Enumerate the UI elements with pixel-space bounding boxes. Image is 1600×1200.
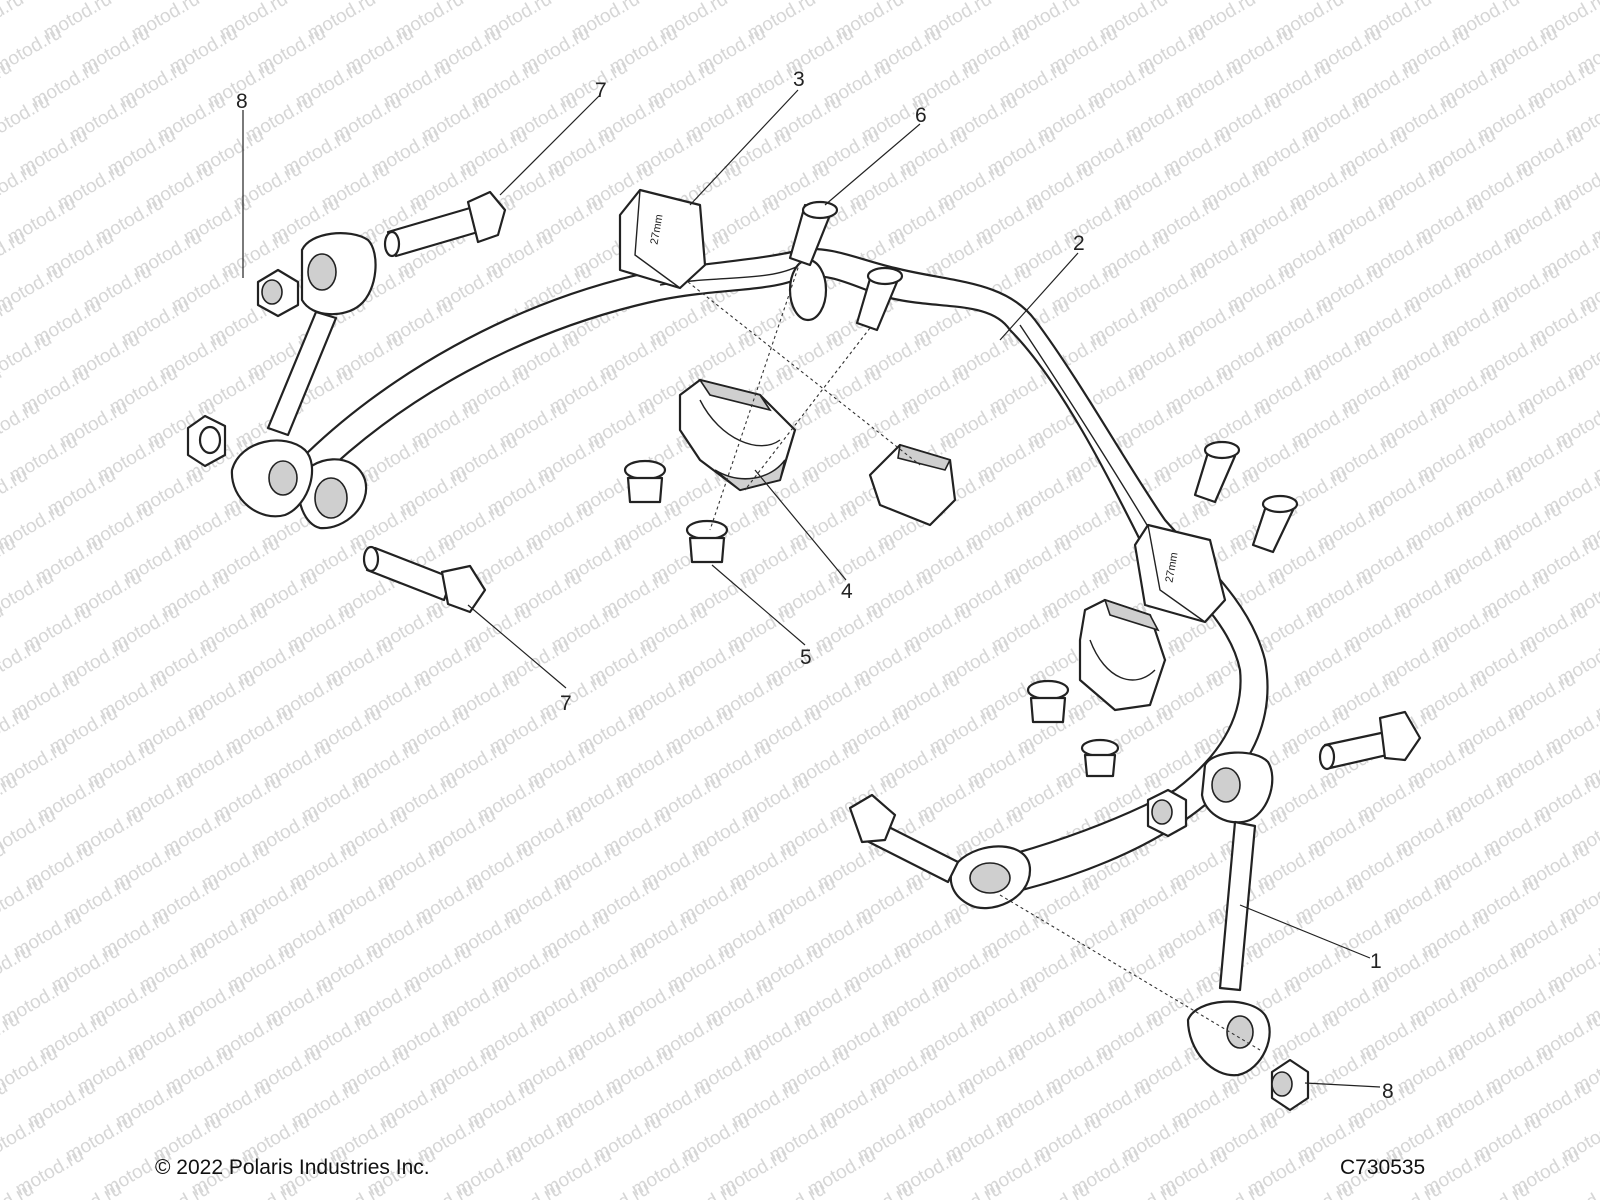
- stabilizer-link-right: [1186, 751, 1274, 1077]
- carriage-bolt-2: [855, 266, 904, 332]
- callout-8-lower: 8: [1382, 1080, 1394, 1103]
- flange-nut-3: [1026, 679, 1070, 724]
- watermark-text: motod.ru: [0, 567, 57, 623]
- watermark-text: motod.ru: [0, 1043, 61, 1099]
- carriage-bolt-4: [1251, 494, 1299, 554]
- callout-1: 1: [1370, 950, 1382, 973]
- watermark-text: motod.ru: [0, 635, 45, 691]
- bushing-right-marking: 27mm: [1163, 551, 1180, 583]
- callouts: 1 2 3 4 5 6 7 7 8 8: [236, 68, 1394, 1103]
- carriage-bolt-1: [788, 200, 839, 267]
- watermark-text: motod.ru: [402, 1179, 477, 1200]
- watermark-text: motod.ru: [314, 1179, 389, 1200]
- callout-4: 4: [841, 580, 853, 603]
- watermark-text: motod.ru: [490, 1179, 565, 1200]
- watermark-text: motod.ru: [1458, 1179, 1533, 1200]
- flange-nut-2: [685, 519, 729, 564]
- bushing-upper-left: 27mm: [618, 188, 707, 290]
- watermark-text: motod.ru: [1194, 1179, 1269, 1200]
- flange-nut-4: [1080, 738, 1120, 778]
- watermark-text: motod.ru: [0, 0, 27, 44]
- watermark-text: motod.ru: [50, 1179, 125, 1200]
- watermark-text: motod.ru: [0, 873, 47, 929]
- flange-nut-1: [623, 459, 667, 504]
- bushing-right: 27mm: [1133, 523, 1227, 624]
- copyright-text: © 2022 Polaris Industries Inc.: [155, 1156, 430, 1179]
- leader-lines: [242, 89, 1381, 1088]
- watermark-text: motod.ru: [138, 1179, 213, 1200]
- callout-6: 6: [915, 104, 927, 127]
- watermark-text: motod.ru: [1018, 1179, 1093, 1200]
- assembly-lines: [687, 261, 1261, 1051]
- callout-7-upper: 7: [595, 79, 607, 102]
- callout-5: 5: [800, 646, 812, 669]
- watermark-text: motod.ru: [1282, 1179, 1357, 1200]
- callout-3: 3: [793, 68, 805, 91]
- clamp-bracket-right: [1078, 598, 1167, 712]
- watermark-text: motod.ru: [1370, 1179, 1445, 1200]
- nut-lower-right: [1270, 1058, 1310, 1112]
- watermark-text: motod.ru: [0, 397, 43, 453]
- watermark-text: motod.ru: [930, 1179, 1005, 1200]
- watermark-text: motod.ru: [0, 1111, 49, 1167]
- watermark-text: motod.ru: [0, 805, 59, 861]
- watermark-text: motod.ru: [842, 1179, 917, 1200]
- callout-7-lower: 7: [560, 692, 572, 715]
- bushing-half-center: [868, 443, 957, 527]
- hex-bolt-lower-center: [848, 793, 960, 884]
- figure-code-text: C730535: [1340, 1156, 1426, 1179]
- watermark-text: motod.ru: [666, 1179, 741, 1200]
- hex-bolt-right: [1318, 710, 1422, 771]
- watermark-text: motod.ru: [754, 1179, 829, 1200]
- nut-right-middle: [1146, 788, 1188, 838]
- watermark-text: motod.ru: [0, 91, 53, 147]
- hex-bolt-upper-left: [383, 190, 507, 258]
- stabilizer-link-left: [230, 232, 377, 518]
- watermark-text: motod.ru: [578, 1179, 653, 1200]
- watermark-text: motod.ru: [0, 329, 55, 385]
- carriage-bolt-3: [1193, 440, 1241, 504]
- nut-left: [186, 414, 227, 468]
- watermark-text: motod.ru: [226, 1179, 301, 1200]
- nut-upper-left: [256, 268, 300, 318]
- callout-8-upper: 8: [236, 90, 248, 113]
- bushing-marking-text: 27mm: [648, 213, 665, 245]
- watermark-text: motod.ru: [1106, 1179, 1181, 1200]
- hex-bolt-lower-left: [362, 545, 487, 614]
- callout-2: 2: [1073, 232, 1085, 255]
- clamp-bracket-left: [678, 378, 797, 492]
- watermark-text: motod.ru: [1546, 1179, 1600, 1200]
- watermark-text: motod.ru: [0, 159, 41, 215]
